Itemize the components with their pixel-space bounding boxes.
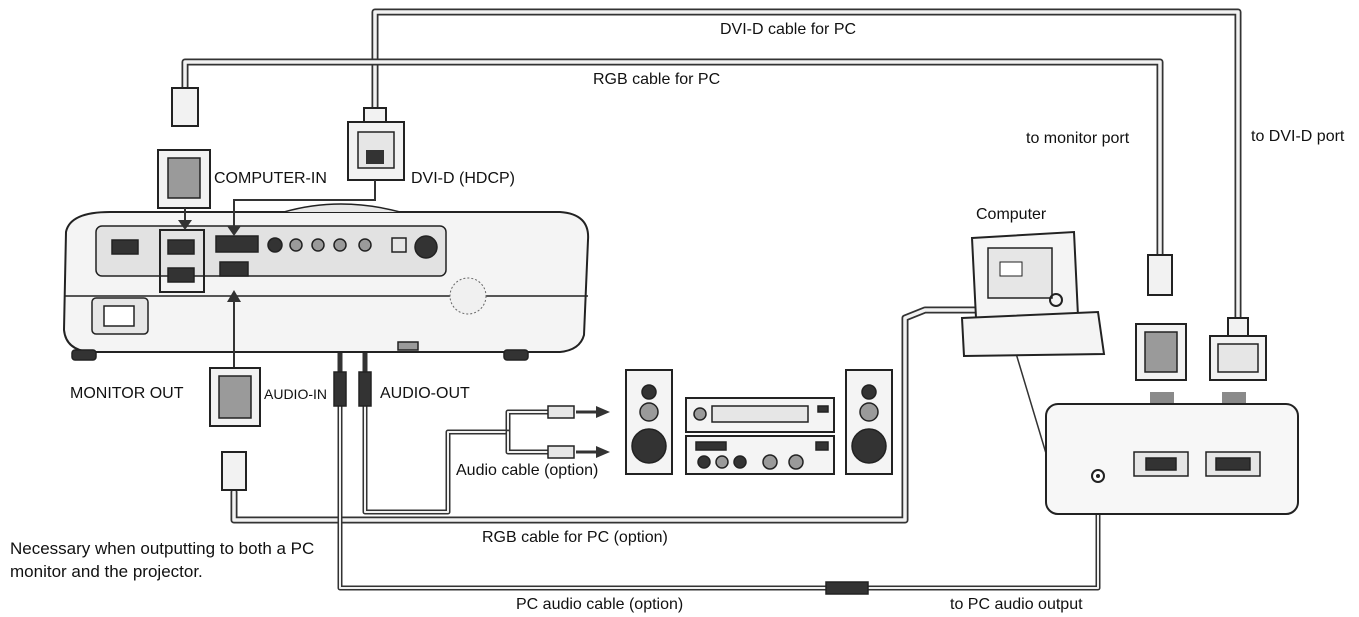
monitor-out-label: MONITOR OUT (70, 385, 184, 402)
pc-audio-cable-label: PC audio cable (option) (516, 596, 684, 613)
audio-plug-arrows (547, 405, 610, 459)
computer-monitor (960, 230, 1106, 358)
rgb-cable-option-label: RGB cable for PC (option) (482, 529, 668, 546)
audio-plugs (333, 371, 372, 407)
to-monitor-port-label: to monitor port (1026, 130, 1130, 147)
pc-audio-cable (337, 399, 1101, 591)
rgb-plug-monitor-port (1135, 254, 1187, 381)
rgb-cable-label: RGB cable for PC (593, 71, 721, 88)
rgb-plug-computer-in (157, 87, 211, 230)
audio-out-label: AUDIO-OUT (380, 385, 470, 402)
pc-audio-plug (825, 581, 869, 595)
rgb-plug-monitor-out (209, 290, 261, 491)
dvi-plug (227, 107, 405, 236)
computer-in-label: COMPUTER-IN (214, 170, 327, 187)
panel-leader-line (1011, 339, 1049, 461)
speaker-left (625, 369, 673, 475)
to-pc-audio-output-label: to PC audio output (950, 596, 1083, 613)
tuner-amplifier (685, 397, 835, 475)
rgb-cable (181, 58, 1164, 259)
dvi-cable-label: DVI-D cable for PC (720, 21, 857, 38)
pc-connector-panel (1045, 403, 1299, 515)
audio-cable-label: Audio cable (option) (456, 462, 599, 479)
note-text: Necessary when outputting to both a PC m… (10, 539, 315, 581)
audio-cable (362, 399, 551, 515)
dvi-plug-pc (1209, 317, 1267, 381)
to-dvi-port-label: to DVI-D port (1251, 128, 1345, 145)
audio-in-label: AUDIO-IN (264, 386, 327, 402)
dvi-d-hdcp-label: DVI-D (HDCP) (411, 170, 515, 187)
speaker-right (845, 369, 893, 475)
projector (62, 203, 590, 361)
computer-label: Computer (976, 206, 1047, 223)
